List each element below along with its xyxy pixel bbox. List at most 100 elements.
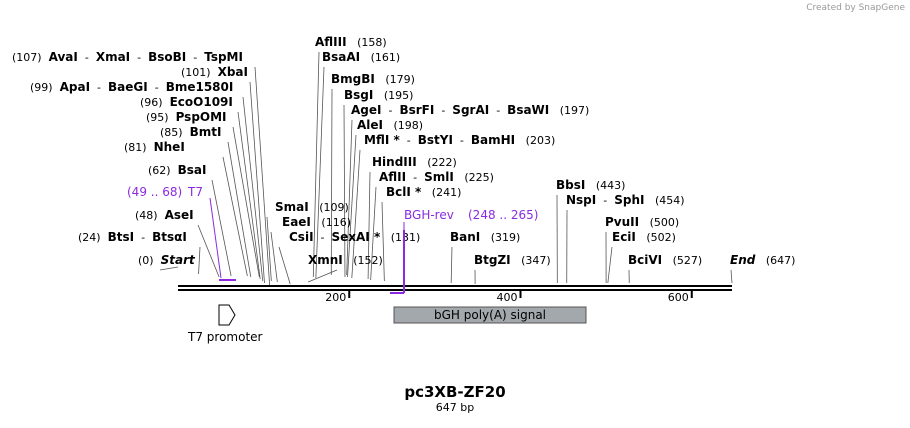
site-bsaai-label: BsaAI (161) xyxy=(322,50,400,64)
site-bsai-position: (62) xyxy=(148,164,171,177)
site-start[interactable]: (0) Start xyxy=(138,253,196,267)
site-nhei-leader xyxy=(223,157,247,276)
feature-t7-promoter[interactable]: T7 promoter xyxy=(187,305,263,344)
site-csii-enzyme-0: CsiI xyxy=(289,230,314,244)
site-bcli-label: BclI * (241) xyxy=(386,185,461,199)
site-asei-enzyme-0: AseI xyxy=(165,208,194,222)
site-apai[interactable]: (99) ApaI - BaeGI - Bme1580I xyxy=(30,80,233,94)
site-smai-enzyme-0: SmaI xyxy=(275,200,309,214)
site-eaei[interactable]: EaeI (116) xyxy=(282,215,351,229)
site-bani[interactable]: BanI (319) xyxy=(450,230,520,244)
site-asei[interactable]: (48) AseI xyxy=(135,208,194,222)
site-avai-label: (107) AvaI - XmaI - BsoBI - TspMI xyxy=(12,50,243,64)
site-bsai[interactable]: (62) BsaI xyxy=(148,163,206,177)
site-xmni-enzyme-0: XmnI xyxy=(308,253,343,267)
site-hindiii-label: HindIII (222) xyxy=(372,155,457,169)
site-bsgi-label: BsgI (195) xyxy=(344,88,413,102)
site-psppomi[interactable]: (95) PspOMI xyxy=(146,110,227,124)
site-ecii-enzyme-0: EciI xyxy=(612,230,636,244)
site-bmti[interactable]: (85) BmtI xyxy=(160,125,221,139)
site-ecii-label: EciI (502) xyxy=(612,230,676,244)
site-aflii-position: (158) xyxy=(357,36,387,49)
site-xmni[interactable]: XmnI (152) xyxy=(308,253,383,267)
site-agei-label: AgeI - BsrFI - SgrAI - BsaWI (197) xyxy=(351,103,589,117)
site-avai-enzyme-2: BsoBI xyxy=(148,50,186,64)
site-bsgi-leader xyxy=(344,105,345,277)
site-ecii-position: (502) xyxy=(646,231,676,244)
site-afli-enzyme-0: AflII xyxy=(379,170,406,184)
site-aflii-label: AflIII (158) xyxy=(315,35,387,49)
site-hindiii[interactable]: HindIII (222) xyxy=(372,155,457,169)
site-ecoo109i-position: (96) xyxy=(140,96,163,109)
site-nhei-label: (81) NheI xyxy=(124,140,185,154)
site-btgzi[interactable]: BtgZI (347) xyxy=(474,253,551,267)
site-xbai-position: (101) xyxy=(181,66,211,79)
site-xbai-label: (101) XbaI xyxy=(181,65,248,79)
site-bsai-label: (62) BsaI xyxy=(148,163,206,177)
site-afli[interactable]: AflII - SmlI (225) xyxy=(379,170,494,184)
site-bcivi-enzyme-0: BciVI xyxy=(628,253,662,267)
site-bbsi[interactable]: BbsI (443) xyxy=(556,178,625,192)
site-agei-enzyme-3: BsaWI xyxy=(507,103,549,117)
backbone xyxy=(178,286,732,290)
site-smai[interactable]: SmaI (109) xyxy=(275,200,349,214)
site-nhei[interactable]: (81) NheI xyxy=(124,140,185,154)
site-avai-enzyme-0: AvaI xyxy=(49,50,78,64)
site-end[interactable]: End (647) xyxy=(730,253,795,267)
site-agei-enzyme-2: SgrAI xyxy=(452,103,489,117)
site-btsi-leader xyxy=(199,247,200,274)
site-end-label: End (647) xyxy=(730,253,795,267)
site-csii[interactable]: CsiI - SexAI * (131) xyxy=(289,230,420,244)
site-bsgi-enzyme-0: BsgI xyxy=(344,88,373,102)
site-nspi[interactable]: NspI - SphI (454) xyxy=(566,193,685,207)
primer-bgh-rev-label: BGH-rev xyxy=(404,208,454,222)
primer-t7-label: T7 xyxy=(187,185,203,199)
site-alei[interactable]: AleI (198) xyxy=(357,118,423,132)
site-afli-position: (225) xyxy=(464,171,494,184)
site-psppomi-label: (95) PspOMI xyxy=(146,110,227,124)
site-avai[interactable]: (107) AvaI - XmaI - BsoBI - TspMI xyxy=(12,50,243,64)
site-bbsi-label: BbsI (443) xyxy=(556,178,625,192)
site-bsaai[interactable]: BsaAI (161) xyxy=(322,50,400,64)
site-xbai[interactable]: (101) XbaI xyxy=(181,65,248,79)
site-asei-leader xyxy=(198,225,219,277)
site-psppomi-enzyme-0: PspOMI xyxy=(176,110,227,124)
primer-bgh-rev-range: (248 .. 265) xyxy=(468,208,538,222)
site-apai-label: (99) ApaI - BaeGI - Bme1580I xyxy=(30,80,233,94)
arrow-right-icon xyxy=(219,305,235,325)
site-mfli[interactable]: MflI * - BstYI - BamHI (203) xyxy=(364,133,555,147)
site-ecoo109i[interactable]: (96) EcoO109I xyxy=(140,95,233,109)
site-mfli-enzyme-1: BstYI xyxy=(418,133,453,147)
site-bcli-enzyme-0: BclI * xyxy=(386,185,422,199)
site-xmni-leader xyxy=(308,270,337,282)
site-bmgbi-position: (179) xyxy=(385,73,415,86)
site-hindiii-position: (222) xyxy=(427,156,457,169)
site-smai-leader xyxy=(267,217,271,281)
site-psppomi-position: (95) xyxy=(146,111,169,124)
site-alei-label: AleI (198) xyxy=(357,118,423,132)
feature-bgh-polya[interactable]: bGH poly(A) signal xyxy=(394,307,586,323)
primer-bgh-rev[interactable]: BGH-rev (248 .. 265) xyxy=(390,208,538,293)
site-bcivi[interactable]: BciVI (527) xyxy=(628,253,702,267)
site-btsi-enzyme-0: BtsI xyxy=(108,230,135,244)
site-bsgi[interactable]: BsgI (195) xyxy=(344,88,413,102)
site-bsaai-enzyme-0: BsaAI xyxy=(322,50,360,64)
site-btsi-position: (24) xyxy=(78,231,101,244)
site-psppomi-leader xyxy=(233,127,259,277)
snapgene-credit: Created by SnapGene xyxy=(806,3,905,13)
site-start-label: (0) Start xyxy=(138,253,196,267)
site-btsi[interactable]: (24) BtsI - BtsαI xyxy=(78,230,187,244)
site-ecii[interactable]: EciI (502) xyxy=(612,230,676,244)
site-bbsi-enzyme-0: BbsI xyxy=(556,178,585,192)
site-agei[interactable]: AgeI - BsrFI - SgrAI - BsaWI (197) xyxy=(351,103,589,117)
site-agei-enzyme-0: AgeI xyxy=(351,103,381,117)
site-bsaai-position: (161) xyxy=(371,51,401,64)
site-aflii[interactable]: AflIII (158) xyxy=(315,35,387,49)
site-bmgbi[interactable]: BmgBI (179) xyxy=(331,72,415,86)
site-pvuii[interactable]: PvuII (500) xyxy=(605,215,679,229)
site-eaei-label: EaeI (116) xyxy=(282,215,351,229)
ruler-tick-label-400: 400 xyxy=(497,291,518,304)
site-bcli[interactable]: BclI * (241) xyxy=(386,185,461,199)
site-alei-position: (198) xyxy=(394,119,424,132)
